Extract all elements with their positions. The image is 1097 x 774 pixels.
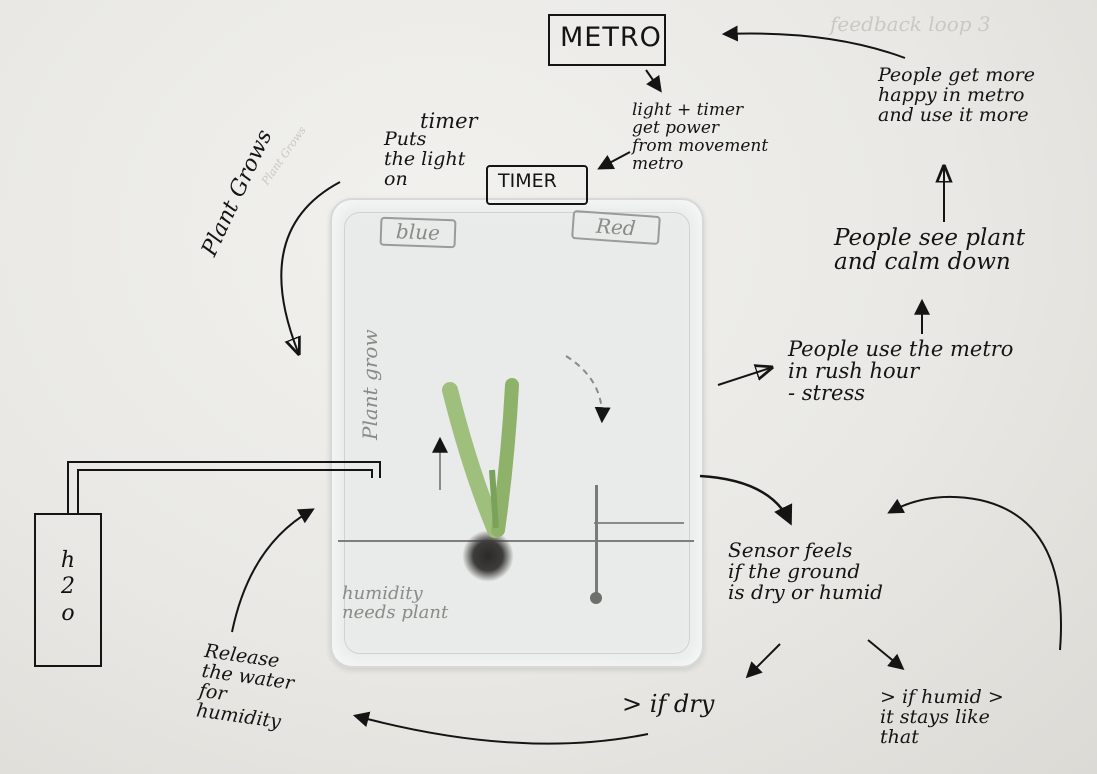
sketch-diagram: feedback loop 3 Plant Grows blue Red Pla… [0,0,1097,774]
arrows-layer [0,0,1097,774]
